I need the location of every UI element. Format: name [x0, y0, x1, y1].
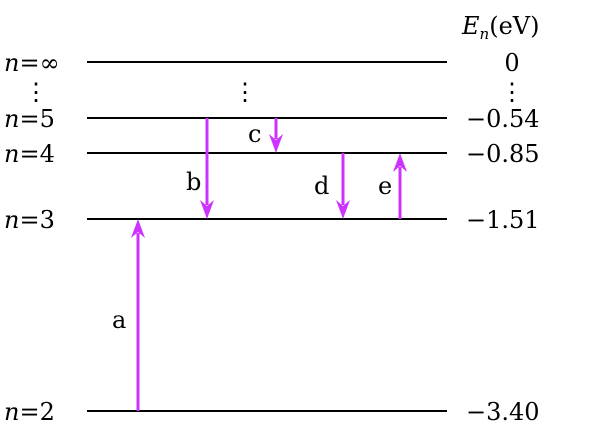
arrow-head — [200, 200, 214, 219]
arrow-head — [336, 200, 350, 219]
level-energy-label: −1.51 — [466, 206, 540, 234]
level-n-label: n=5 — [4, 105, 55, 133]
level-energy-label: −0.85 — [466, 140, 540, 168]
energy-axis-title: En(eV) — [461, 12, 539, 43]
transition-arrow-d: d — [314, 153, 350, 219]
right-ellipsis: ⋮ — [500, 78, 524, 106]
transition-label: c — [248, 120, 261, 148]
level-n-label: n=2 — [4, 398, 55, 426]
level-energy-label: 0 — [504, 49, 519, 77]
transition-label: d — [314, 172, 329, 200]
arrow-head — [269, 134, 283, 153]
level-n-label: n=3 — [4, 206, 55, 234]
transition-arrow-a: a — [112, 219, 145, 411]
transition-label: b — [186, 168, 201, 196]
left-ellipsis: ⋮ — [24, 78, 48, 106]
level-n-label: n=4 — [4, 140, 55, 168]
transition-arrow-c: c — [248, 118, 283, 153]
arrow-head — [131, 219, 145, 238]
level-n-label: n=∞ — [4, 49, 60, 77]
transition-arrow-e: e — [378, 153, 407, 219]
transition-label: a — [112, 306, 126, 334]
middle-ellipsis: ⋮ — [233, 78, 257, 106]
arrow-head — [393, 153, 407, 172]
level-energy-label: −3.40 — [466, 398, 540, 426]
transition-label: e — [378, 172, 392, 200]
level-energy-label: −0.54 — [466, 105, 540, 133]
transition-arrow-b: b — [186, 118, 214, 219]
